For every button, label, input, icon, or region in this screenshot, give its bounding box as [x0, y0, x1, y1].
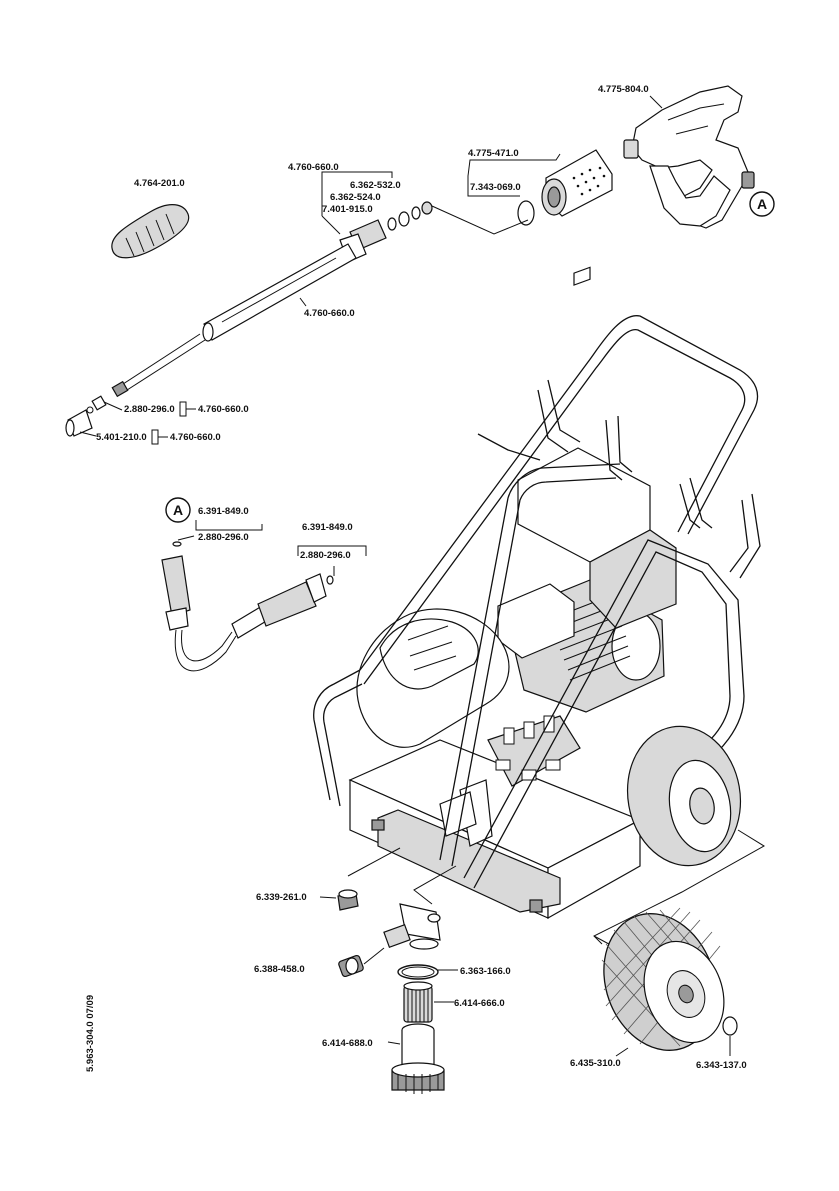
label-6-435-310-0: 6.435-310.0: [570, 1058, 621, 1069]
lance-seals: [387, 201, 433, 231]
label-6-388-458-0: 6.388-458.0: [254, 964, 305, 975]
label-6-362-524-0: 6.362-524.0: [330, 192, 381, 203]
label-2-880-296-0-left: 2.880-296.0: [198, 532, 249, 543]
rotor-nozzle: [111, 204, 190, 259]
label-2-880-296-0-right: 2.880-296.0: [300, 550, 351, 561]
pressure-washer-unit: [313, 266, 761, 920]
spray-lance: [65, 219, 387, 437]
label-6-362-532-0: 6.362-532.0: [350, 180, 401, 191]
label-4-760-660-0-nut: 4.760-660.0: [170, 432, 221, 443]
label-4-760-660-0-nipple: 4.760-660.0: [198, 404, 249, 415]
label-6-414-688-0: 6.414-688.0: [322, 1038, 373, 1049]
label-7-401-915-0: 7.401-915.0: [322, 204, 373, 215]
svg-text:A: A: [757, 196, 767, 212]
label-6-339-261-0: 6.339-261.0: [256, 892, 307, 903]
label-4-775-471-0: 4.775-471.0: [468, 148, 519, 159]
label-6-343-137-0: 6.343-137.0: [696, 1060, 747, 1071]
document-code: 5.963-304.0 07/09: [85, 995, 96, 1072]
rubber-foot: [337, 889, 359, 911]
filter-seal-ring: [397, 964, 439, 980]
label-7-343-069-0: 7.343-069.0: [470, 182, 521, 193]
label-6-414-666-0: 6.414-666.0: [454, 998, 505, 1009]
label-4-760-660-0-top: 4.760-660.0: [288, 162, 339, 173]
label-6-363-166-0: 6.363-166.0: [460, 966, 511, 977]
connector-a-marker-top: A: [749, 191, 775, 217]
label-4-760-660-0-lance: 4.760-660.0: [304, 308, 355, 319]
inlet-fitting: [383, 903, 441, 950]
label-6-391-849-0-left: 6.391-849.0: [198, 506, 249, 517]
label-4-775-804-0: 4.775-804.0: [598, 84, 649, 95]
high-pressure-hose: [161, 541, 334, 672]
strainer-nut: [338, 954, 364, 978]
svg-text:A: A: [173, 502, 183, 518]
trigger-gun: [623, 85, 755, 229]
wheel-cap: [722, 1016, 738, 1036]
filter-insert: [541, 149, 613, 217]
filter-clip-ring: [517, 200, 535, 226]
label-2-880-296-0-lance: 2.880-296.0: [124, 404, 175, 415]
spare-wheel: [601, 907, 725, 1051]
filter-housing: [391, 1023, 445, 1094]
label-6-391-849-0-right: 6.391-849.0: [302, 522, 353, 533]
label-4-764-201-0: 4.764-201.0: [134, 178, 185, 189]
filter-cartridge: [403, 981, 433, 1023]
connector-a-marker-hose: A: [165, 497, 191, 523]
label-5-401-210-0: 5.401-210.0: [96, 432, 147, 443]
